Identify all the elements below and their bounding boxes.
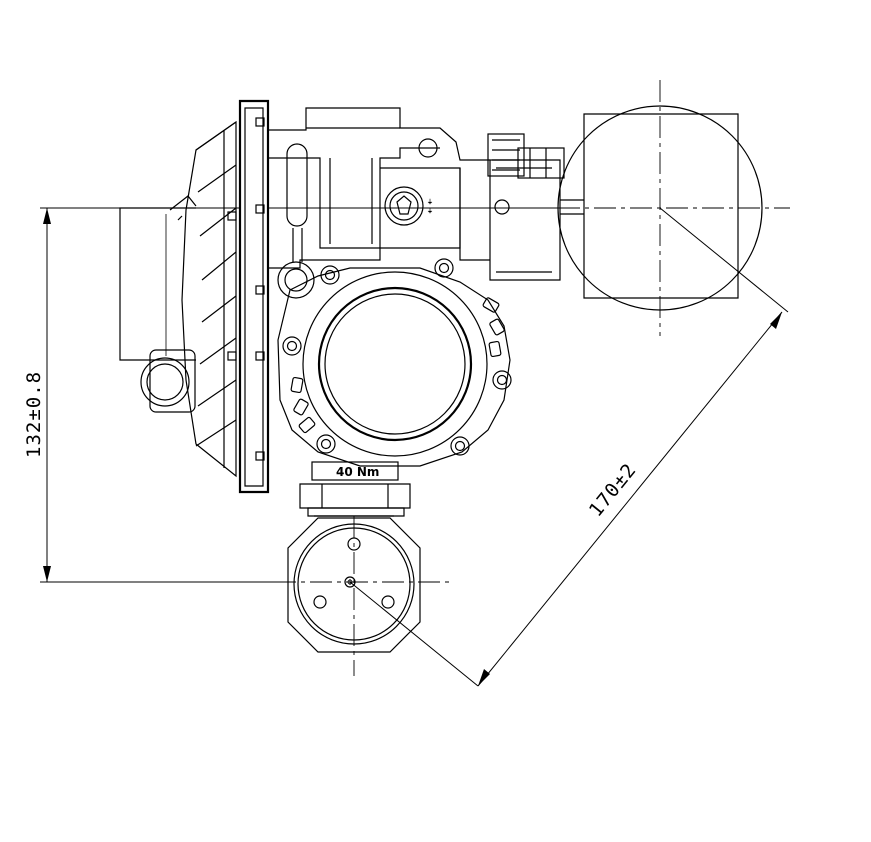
right-connector (487, 133, 584, 281)
dimension-vertical-label: 132±0.8 (23, 371, 45, 458)
body-housing: ⏚ ⏚ (268, 107, 490, 299)
finned-housing (169, 99, 270, 494)
dimension-vertical: 132±0.8 (23, 207, 560, 583)
round-cover (277, 258, 512, 467)
svg-text:⏚: ⏚ (427, 208, 433, 215)
dimension-diagonal-label: 170±2 (585, 459, 641, 521)
bottom-gauge: 40 Nm (274, 461, 450, 676)
left-fitting (140, 349, 196, 413)
torque-label: 40 Nm (336, 465, 379, 479)
svg-text:⏚: ⏚ (427, 199, 433, 206)
dimension-diagonal: 170±2 (349, 207, 789, 687)
right-mount (557, 80, 790, 336)
